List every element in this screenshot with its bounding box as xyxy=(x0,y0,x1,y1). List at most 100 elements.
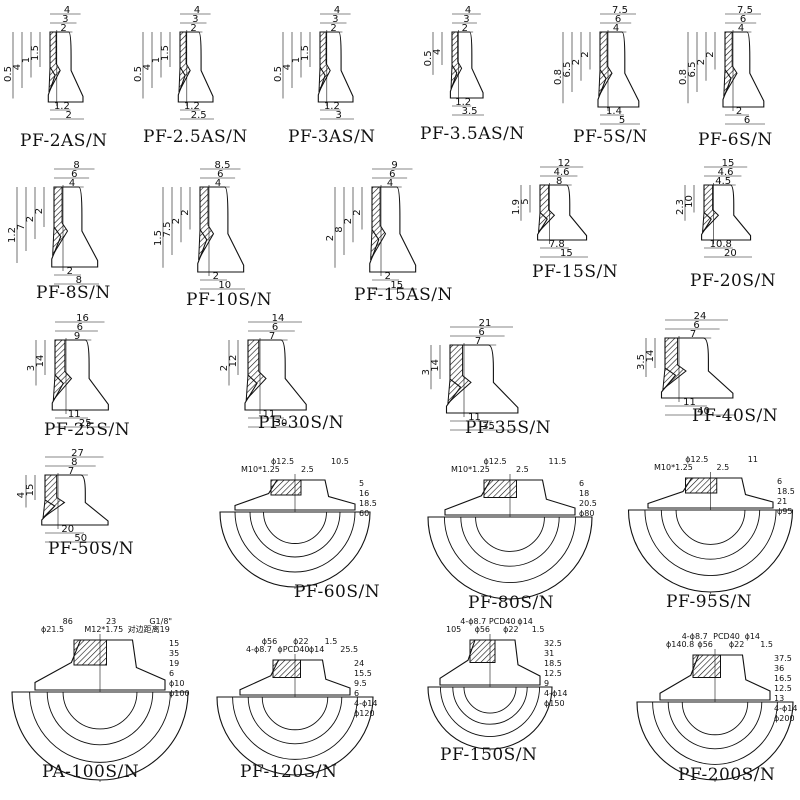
model-label: PF-40S/N xyxy=(692,406,779,426)
dimension-text: 2 xyxy=(385,271,391,282)
dimension-text: 18 xyxy=(579,489,589,498)
cup-section-hatch xyxy=(469,639,496,663)
dimension-text: 10 xyxy=(218,280,231,291)
dimension-text: 4 xyxy=(215,178,221,189)
dimension-text: ϕPCD40 xyxy=(277,645,309,654)
dimension-text: 12 xyxy=(558,158,571,169)
dimension-text: 3 xyxy=(62,14,68,25)
bottom-view xyxy=(427,686,553,750)
dimension-text: ϕ100 xyxy=(169,689,190,698)
dimension-text: ϕ22 xyxy=(293,637,308,646)
dimension-text: 11 xyxy=(68,409,81,420)
cup-section-hatch xyxy=(692,654,721,678)
dimension-text: 5 xyxy=(619,115,625,126)
model-label: PF-30S/N xyxy=(258,413,345,433)
dimension-text: 7.8 xyxy=(549,239,565,250)
dimension-text: 20 xyxy=(724,248,737,259)
dimension-text: 25.5 xyxy=(340,645,358,654)
cup-section-hatch xyxy=(685,477,718,494)
dimension-text: 7 xyxy=(475,336,481,347)
dimension-text: 6 xyxy=(579,479,584,488)
dimension-text: 4-ϕ14 xyxy=(354,699,377,708)
dimension-text: 12.5 xyxy=(544,669,562,678)
dimension-text: 4.6 xyxy=(554,167,570,178)
cup-section-hatch xyxy=(370,186,387,261)
bottom-ring xyxy=(443,516,577,583)
bottom-view xyxy=(219,511,371,588)
dimension-text: 7 xyxy=(68,466,74,477)
dimension-text: 4-ϕ14 xyxy=(544,689,567,698)
dimension-text: 2 xyxy=(696,59,707,65)
dimension-text: 6 xyxy=(389,169,395,180)
bottom-ring xyxy=(234,511,356,573)
dimension-text: 50 xyxy=(74,533,87,544)
dimension-text: 2.5 xyxy=(516,465,529,474)
dimension-text: 4 xyxy=(387,178,393,189)
dimension-text: 9 xyxy=(391,160,397,171)
dimension-text: 15 xyxy=(560,248,573,259)
dimension-text: 4 xyxy=(16,492,27,498)
cup-outline xyxy=(41,474,109,526)
bottom-ring xyxy=(475,516,545,552)
dimension-text: 2 xyxy=(736,106,742,117)
cup-section-hatch xyxy=(42,474,66,520)
dimension-text: 20 xyxy=(61,524,74,535)
dimension-text: 86 xyxy=(63,617,73,626)
bottom-ring xyxy=(675,509,746,545)
dimension-text: 6 xyxy=(71,169,77,180)
model-label: PF-5S/N xyxy=(573,127,648,147)
dimension-text: 6 xyxy=(77,322,83,333)
dimension-text: ϕ200 xyxy=(774,714,795,723)
bottom-ring xyxy=(660,509,761,560)
dimension-text: 1.2 xyxy=(7,227,18,243)
dimension-text: 9.5 xyxy=(354,679,367,688)
dimension-text: 6 xyxy=(740,14,746,25)
dimension-text: M10*1.25 xyxy=(241,465,280,474)
dimension-text: 1.4 xyxy=(606,106,622,117)
dimension-text: 1 xyxy=(291,57,302,63)
model-label: PF-8S/N xyxy=(36,283,111,303)
dimension-text: 19 xyxy=(169,659,179,668)
dimension-text: 13 xyxy=(774,694,784,703)
dimension-text: 11 xyxy=(748,455,758,464)
dimension-text: 8 xyxy=(556,176,562,187)
dimension-text: M12*1.75 xyxy=(84,625,123,634)
bottom-view xyxy=(427,516,593,600)
dimension-text: 6.5 xyxy=(562,62,573,78)
dimension-text: 36 xyxy=(774,664,784,673)
dimension-text: 35 xyxy=(169,649,179,658)
dimension-text: 4 xyxy=(69,178,75,189)
bottom-ring xyxy=(681,701,749,736)
dimension-text: 6 xyxy=(272,322,278,333)
dimension-text: 14 xyxy=(645,350,656,363)
cup-section-hatch xyxy=(48,31,61,93)
model-label: PF-20S/N xyxy=(690,271,777,291)
dimension-text: 4 xyxy=(282,64,293,70)
dimension-text: 6 xyxy=(615,14,621,25)
dimension-text: 14 xyxy=(430,359,441,372)
dimension-text: 1.5 xyxy=(325,637,338,646)
dimension-text: 6.5 xyxy=(687,62,698,78)
bottom-ring xyxy=(247,696,343,745)
dimension-text: 3.5 xyxy=(636,354,647,370)
dimension-text: ϕ10 xyxy=(169,679,184,688)
model-label: PF-95S/N xyxy=(666,592,753,612)
dimension-text: 0.8 xyxy=(553,69,564,85)
dimension-text: 2 xyxy=(580,51,591,57)
dimension-text: 1.5 xyxy=(30,45,41,61)
dimension-text: 11 xyxy=(683,397,696,408)
dimension-text: 3 xyxy=(463,14,469,25)
cup-section-hatch xyxy=(483,479,517,498)
dimension-text: 18.5 xyxy=(777,487,795,496)
dimension-text: 3.5 xyxy=(462,106,478,117)
dimension-text: 31 xyxy=(544,649,554,658)
bottom-ring xyxy=(460,516,560,567)
bottom-ring xyxy=(46,691,154,746)
dimension-text: M10*1.25 xyxy=(451,465,490,474)
dimension-text: 0.5 xyxy=(3,66,14,82)
bottom-ring xyxy=(29,691,171,763)
dimension-text: 11.5 xyxy=(549,457,567,466)
dimension-text: 4-ϕ8.7 xyxy=(460,617,486,626)
dimension-text: 6 xyxy=(693,320,699,331)
